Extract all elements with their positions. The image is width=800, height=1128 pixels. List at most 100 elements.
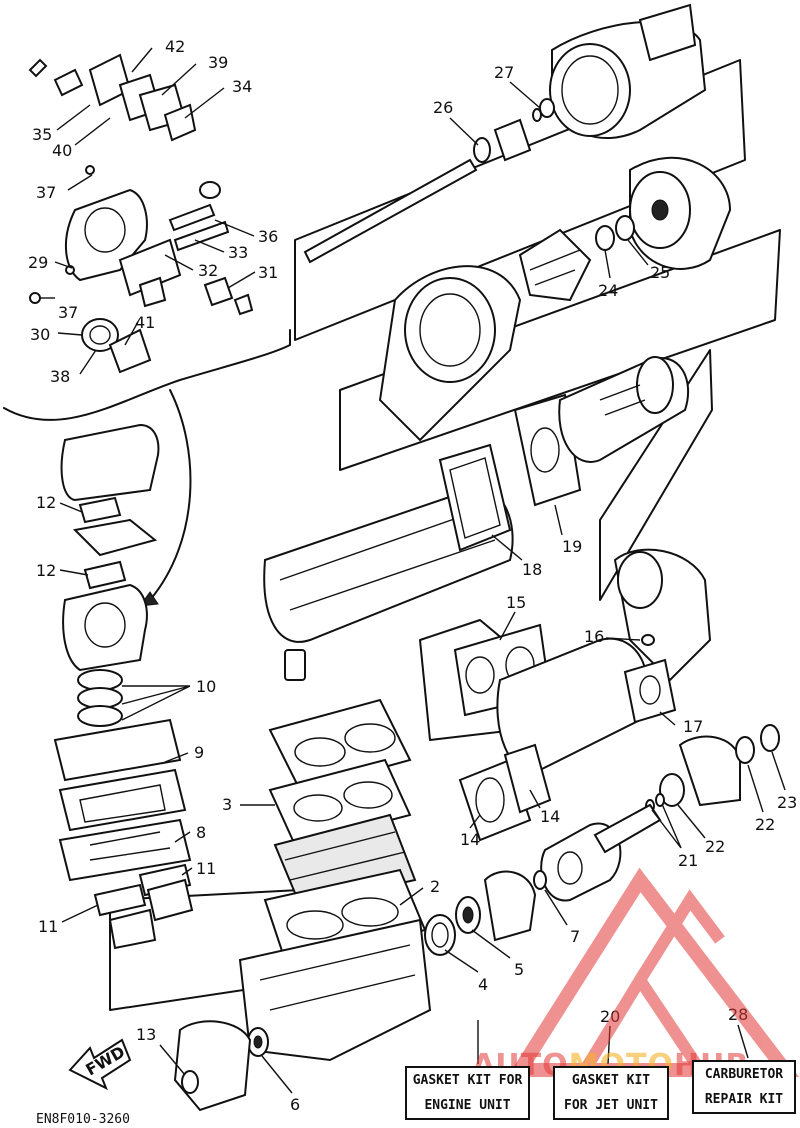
carb-cover — [60, 423, 160, 502]
label-17: 17 — [683, 717, 703, 736]
label-13: 13 — [136, 1025, 156, 1044]
label-6: 6 — [290, 1095, 300, 1114]
drive-shaft — [303, 158, 478, 264]
label-2: 2 — [430, 877, 440, 896]
label-32: 32 — [198, 261, 218, 280]
crankcase — [238, 918, 432, 1062]
leader-lines — [40, 47, 786, 1094]
label-11-left: 11 — [38, 917, 58, 936]
assembly-arrow-curve — [149, 389, 192, 601]
label-12-lower: 12 — [36, 561, 56, 580]
pump-housing — [629, 156, 732, 270]
label-26: 26 — [433, 98, 453, 117]
label-25: 25 — [650, 263, 670, 282]
exhaust-manifold — [558, 356, 690, 463]
nut-27 — [532, 98, 555, 122]
label-27: 27 — [494, 63, 514, 82]
label-39: 39 — [208, 53, 228, 72]
impeller — [518, 228, 592, 302]
seal-5 — [455, 896, 481, 934]
label-42: 42 — [165, 37, 185, 56]
flywheel-cover — [173, 1020, 252, 1112]
label-9: 9 — [194, 743, 204, 762]
seal-14 — [458, 743, 552, 842]
gasket-17 — [623, 658, 677, 724]
label-15: 15 — [506, 593, 526, 612]
label-36: 36 — [258, 227, 278, 246]
throttle-lever-31 — [203, 276, 254, 316]
carb-kit-line2: REPAIR KIT — [704, 1092, 784, 1107]
label-35: 35 — [32, 125, 52, 144]
label-16: 16 — [584, 627, 604, 646]
bearing-4 — [424, 914, 456, 956]
reed-valve-8 — [58, 818, 192, 882]
rotor-housing — [483, 870, 537, 942]
diagram-code: EN8F010-3260 — [36, 1112, 130, 1127]
bearing-22-23 — [659, 724, 780, 807]
engine-kit-line2: ENGINE UNIT — [424, 1098, 511, 1113]
label-30: 30 — [30, 325, 50, 344]
carburetor-body — [64, 188, 182, 308]
label-21: 21 — [678, 851, 698, 870]
seal-13 — [181, 1070, 199, 1094]
intake-housing — [378, 265, 522, 442]
label-34: 34 — [232, 77, 252, 96]
label-40: 40 — [52, 141, 72, 160]
jet-needles — [168, 181, 230, 252]
impeller-frame — [339, 229, 781, 471]
carb-body — [62, 583, 148, 672]
jet-kit-line1: GASKET KIT — [571, 1073, 651, 1088]
engine-gasket-kit-box: GASKET KIT FOR ENGINE UNIT — [405, 1066, 530, 1120]
carb-kit-line1: CARBURETOR — [704, 1067, 784, 1082]
adaptor-plate — [72, 518, 158, 557]
label-37-upper: 37 — [36, 183, 56, 202]
gasket-18 — [438, 443, 512, 552]
label-22-left: 22 — [705, 837, 725, 856]
gaskets-10 — [77, 669, 123, 727]
gasket-12-upper — [78, 496, 122, 524]
gasket-12-lower — [83, 560, 127, 590]
bearing-24-25 — [595, 215, 635, 251]
label-38: 38 — [50, 367, 70, 386]
reed-blocks — [108, 878, 194, 950]
label-33: 33 — [228, 243, 248, 262]
shaft-seal-26 — [473, 118, 532, 163]
o-ring-7 — [533, 870, 547, 890]
forward-arrow: FWD — [68, 1038, 132, 1091]
crankshaft — [540, 803, 662, 902]
label-31: 31 — [258, 263, 278, 282]
label-11-right: 11 — [196, 859, 216, 878]
label-19: 19 — [562, 537, 582, 556]
label-24: 24 — [598, 281, 618, 300]
elbow-pipe — [613, 548, 712, 682]
engine-kit-line1: GASKET KIT FOR — [412, 1073, 523, 1088]
label-41: 41 — [135, 313, 155, 332]
label-37-lower: 37 — [58, 303, 78, 322]
bolt-16 — [641, 634, 655, 646]
label-12-upper: 12 — [36, 493, 56, 512]
label-7: 7 — [570, 927, 580, 946]
label-29: 29 — [28, 253, 48, 272]
label-10: 10 — [196, 677, 216, 696]
carburetor-repair-kit-box: CARBURETOR REPAIR KIT — [692, 1060, 796, 1114]
label-3: 3 — [222, 795, 232, 814]
label-14-right: 14 — [540, 807, 560, 826]
label-14-left: 14 — [460, 830, 480, 849]
label-4: 4 — [478, 975, 488, 994]
watermark-logo — [507, 867, 800, 1077]
jet-nozzle-assembly — [549, 3, 707, 140]
fuel-pump-parts — [28, 53, 197, 142]
jet-kit-line2: FOR JET UNIT — [564, 1098, 658, 1113]
crankcase-cover — [678, 735, 741, 807]
manifold-9 — [53, 718, 187, 832]
label-18: 18 — [522, 560, 542, 579]
part-number-labels: 42 39 34 35 40 37 29 37 30 38 41 36 33 3… — [28, 37, 797, 1114]
label-23: 23 — [777, 793, 797, 812]
label-8: 8 — [196, 823, 206, 842]
label-22-right: 22 — [755, 815, 775, 834]
oil-seal-6 — [247, 1027, 269, 1057]
jet-gasket-kit-box: GASKET KIT FOR JET UNIT — [553, 1066, 669, 1120]
label-5: 5 — [514, 960, 524, 979]
